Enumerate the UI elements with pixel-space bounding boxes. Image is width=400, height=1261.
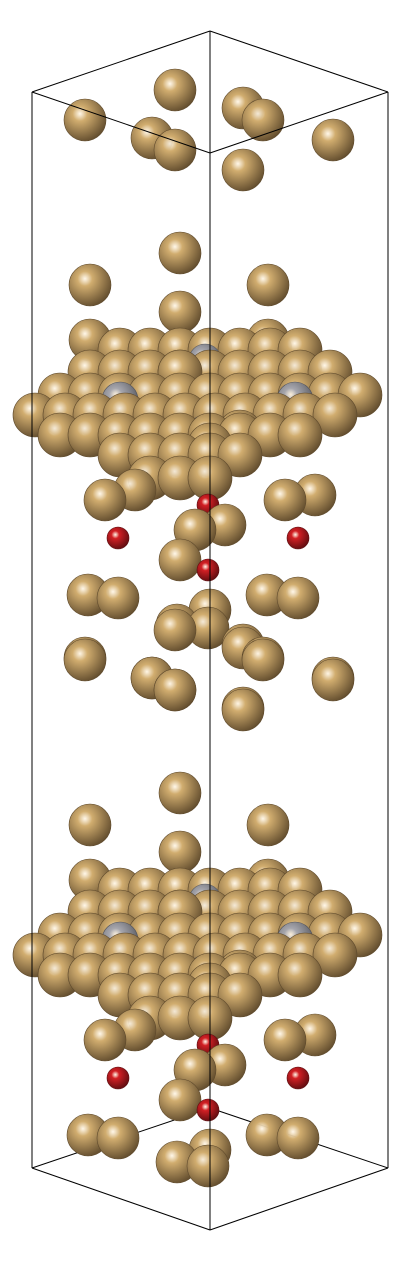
gold-metal-atom bbox=[63, 638, 107, 682]
gold-metal-atom bbox=[276, 576, 320, 620]
gold-metal-atom bbox=[96, 1116, 140, 1160]
gold-metal-atom bbox=[241, 98, 285, 142]
gold-metal-atom bbox=[246, 263, 290, 307]
gold-metal-atom bbox=[276, 1116, 320, 1160]
oxygen-atom bbox=[106, 526, 130, 550]
gold-metal-atom bbox=[158, 231, 202, 275]
gold-metal-atom bbox=[68, 263, 112, 307]
oxygen-atom bbox=[286, 1066, 310, 1090]
gold-metal-atom bbox=[153, 668, 197, 712]
gold-metal-atom bbox=[153, 68, 197, 112]
gold-metal-atom bbox=[158, 830, 202, 874]
gold-metal-atom bbox=[312, 392, 358, 438]
oxygen-atom bbox=[196, 558, 220, 582]
gold-metal-atom bbox=[158, 538, 202, 582]
oxygen-atom bbox=[106, 1066, 130, 1090]
gold-metal-atom bbox=[311, 118, 355, 162]
cell-edge bbox=[209, 30, 389, 93]
gold-metal-atom bbox=[311, 658, 355, 702]
gold-metal-atom bbox=[277, 412, 323, 458]
oxygen-atom bbox=[196, 1098, 220, 1122]
gold-metal-atom bbox=[263, 478, 307, 522]
cell-edge bbox=[31, 30, 211, 93]
gold-metal-atom bbox=[96, 576, 140, 620]
unit-cell-front-edges bbox=[31, 91, 389, 1231]
gold-metal-atom bbox=[153, 608, 197, 652]
gold-metal-atom bbox=[263, 1018, 307, 1062]
gold-metal-atom bbox=[158, 1078, 202, 1122]
gold-metal-atom bbox=[241, 638, 285, 682]
gold-metal-atom bbox=[83, 478, 127, 522]
gold-metal-atom bbox=[158, 290, 202, 334]
gold-metal-atom bbox=[312, 932, 358, 978]
gold-metal-atom bbox=[221, 148, 265, 192]
cell-edge bbox=[31, 1167, 211, 1231]
gold-metal-atom bbox=[83, 1018, 127, 1062]
gold-metal-atom bbox=[63, 98, 107, 142]
cell-edge bbox=[209, 1167, 389, 1231]
gold-metal-atom bbox=[158, 771, 202, 815]
gold-metal-atom bbox=[217, 972, 263, 1018]
cell-edge bbox=[209, 91, 389, 154]
gold-metal-atom bbox=[277, 952, 323, 998]
gold-metal-atom bbox=[153, 128, 197, 172]
gold-metal-atom bbox=[217, 432, 263, 478]
gold-metal-atom bbox=[246, 803, 290, 847]
gold-metal-atom bbox=[186, 1144, 230, 1188]
atoms-layer bbox=[12, 68, 383, 1188]
gold-metal-atom bbox=[221, 688, 265, 732]
cell-edge bbox=[31, 91, 211, 154]
gold-metal-atom bbox=[68, 803, 112, 847]
oxygen-atom bbox=[286, 526, 310, 550]
